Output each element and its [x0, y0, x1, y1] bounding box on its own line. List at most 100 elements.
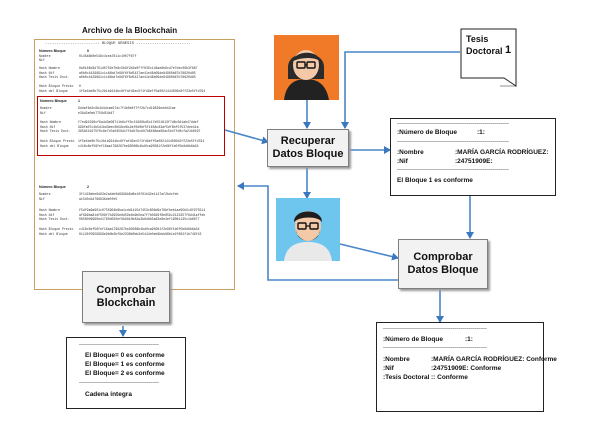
block-2: Número Bloque 2 Nombre 3f1428ebe8d93e2a4…: [37, 184, 231, 254]
panel-dashes: ----------------------------------------…: [397, 139, 509, 145]
user-avatar-woman: [274, 35, 339, 100]
row-label: Hash Tesis Doct.: [40, 129, 71, 133]
block-1-highlighted: Número Bloque 1 Nombre 9ddaf6d2c6b4d4dca…: [37, 96, 225, 156]
row-label: Hash Nombre: [40, 120, 62, 124]
row-value: c416c8ef56fef16aa1798267be93086b4bd0ca95…: [79, 227, 200, 231]
row-label: Hash Nombre: [39, 208, 61, 212]
row-value: 0145a6b0e549c4cea7811c1007f67f: [79, 54, 137, 58]
block-number-label: Número Bloque: [40, 99, 67, 103]
panel-dashes: ----------------------------------------…: [383, 326, 487, 332]
row-label: Nombre: [40, 106, 52, 110]
user-avatar-man: [276, 198, 340, 261]
block-number-value: 1: [78, 99, 80, 103]
row-value: f5df9a9a901c0755904b8ba1cdd1415d7453c806…: [79, 208, 206, 212]
row-value: a1540d1d766836de0fe5: [79, 196, 118, 201]
arrow-avatar-to-comprobar: [339, 243, 399, 261]
row-value: 9ddaf6d2c6b4d4dcae97dc7f4b0e8f7ff2b7cd19…: [78, 106, 176, 110]
row-value: c416c8ef56fef16aa1798267be93086b4bd0ca95…: [78, 144, 199, 148]
row-value: 1f5e4be0b75c2b1b9244bc6ffafd3ec5f1fd9eff…: [78, 139, 205, 143]
row-value: a0b0c4429891c1c84bd7e96f6f6d5427ae41e46b…: [79, 70, 196, 75]
row-value: e38d2e0eb7758d54b47: [78, 110, 115, 115]
comprobar-bc-line1: Comprobar: [96, 284, 156, 296]
row-label: Hash del Bloque: [39, 88, 68, 93]
row-label: Hash Nif: [39, 212, 55, 217]
row-label: Hash Nif: [39, 70, 55, 75]
row-label: Nombre: [39, 192, 51, 196]
row-value: 1f5e4be0b75c2b1b9244bc6ffafd3ec5f1fd9eff…: [79, 88, 206, 93]
row-label: Nif: [39, 196, 45, 201]
comparison-result-panel: ----------------------------------------…: [376, 322, 557, 412]
tesis-line1: Tesis: [466, 34, 489, 44]
chain-verification-panel: ----------------------------------------…: [66, 337, 186, 409]
row-label: Hash del Bloque: [39, 232, 68, 236]
block-number-value: 0: [87, 49, 89, 53]
numero-value: :1:: [477, 129, 485, 136]
comprobar-bc-line2: Blockchain: [96, 297, 156, 309]
panel-dashes: ----------------------------------------…: [383, 345, 487, 351]
numero-label: :Número de Bloque: [397, 129, 457, 136]
block-number-label: Número Bloque: [39, 49, 66, 53]
row-label: Nif: [40, 110, 46, 115]
archive-document: ------------------------ BLOQUE GÉNESIS …: [34, 39, 235, 290]
archive-title: Archivo de la Blockchain: [82, 26, 178, 35]
row-label: Hash Tesis Doct.: [39, 75, 70, 79]
row-label: Nombre: [39, 54, 51, 58]
comprobar-db-line2: Datos Bloque: [407, 264, 479, 276]
row-label: Hash Bloque Previo: [39, 84, 74, 88]
numero-value: :1:: [465, 336, 473, 343]
arrow-archive-to-recuperar: [224, 129, 269, 145]
nombre-value: :MARÍA GARCÍA RODRÍGUEZ:: [455, 149, 549, 156]
tesis-value: :: Conforme: [431, 374, 468, 381]
block-0-status: El Bloque= 0 es conforme: [85, 352, 165, 359]
tesis-line2: Doctoral: [466, 46, 503, 56]
row-value: 0658009980ed1780d020ef9b9810b82a3b6d8b5a…: [79, 217, 200, 221]
row-label: Hash Tesis Doct.: [39, 217, 70, 221]
row-value: af699ba81df509f7b2959e8d59e4b9b5ea7f7b08…: [79, 212, 206, 217]
nombre-label: :Nombre: [397, 149, 424, 156]
block-1-status: El Bloque= 1 es conforme: [85, 361, 165, 368]
block-0: Número Bloque 0 Nombre 0145a6b0e549c4cea…: [37, 48, 231, 124]
row-label: Hash del Bloque: [40, 144, 69, 148]
row-value: f7ed92196cf6a4d3e06711b6cff0c21909bd5c17…: [78, 120, 199, 124]
row-value: 395b541975f0c8e7d7a0459d1ff4db7bcb07b646…: [78, 129, 201, 133]
genesis-header: ------------------------ BLOQUE GÉNESIS …: [45, 42, 191, 46]
nif-value: :24751909E:: [455, 158, 493, 165]
nif-label: :Nif: [397, 158, 408, 165]
nombre-label: :Nombre: [383, 356, 410, 363]
numero-label: :Número de Bloque: [383, 336, 443, 343]
recuperar-line1: Recuperar: [280, 135, 336, 147]
block-number-label: Número Bloque: [39, 185, 66, 189]
row-value: 0: [79, 84, 81, 88]
nif-value: :24751909E: Conforme: [431, 365, 502, 372]
tesis-number: 1: [505, 44, 512, 56]
row-value: 999fa07c4b5d1bd3eec0b59ed6c2af0d0bf5f165…: [78, 124, 199, 129]
nombre-value: :MARÍA GARCÍA RODRÍGUEZ: Conforme: [431, 356, 557, 363]
panel-dashes: ----------------------------------------…: [397, 167, 509, 173]
block-status: El Bloque 1 es conforme: [397, 177, 473, 184]
row-value: 01126f0959999e9b0b2bf9e2336b0bb3e5444e0e…: [79, 232, 202, 236]
row-label: Hash Bloque Previo: [39, 227, 74, 231]
recuperar-line2: Datos Bloque: [272, 148, 344, 160]
row-value: a0b0c4429891c1c84bd7e96f6f6d5427ae41e46b…: [79, 75, 196, 79]
arrow-loop-to-archive: [237, 182, 398, 281]
block-2-status: El Bloque= 2 es conforme: [85, 370, 165, 377]
panel-dashes: ----------------------------------------: [79, 342, 159, 348]
nif-label: :Nif: [383, 365, 394, 372]
comprobar-db-line1: Comprobar: [413, 251, 473, 263]
chain-integrity-status: Cadena íntegra: [85, 391, 132, 398]
comprobar-datos-bloque-box: Comprobar Datos Bloque: [398, 239, 488, 289]
panel-dashes: ----------------------------------------: [79, 380, 159, 386]
row-value: 3f1428ebe8d93e2a4eb0d6999b8d6e10f61b32e1…: [79, 192, 179, 196]
row-label: Hash Nombre: [39, 66, 61, 70]
tesis-document: Tesis Doctoral 1: [460, 28, 517, 88]
block-number-value: 2: [87, 185, 89, 189]
row-label: Hash Bloque Previo: [40, 139, 75, 143]
row-label: Nif: [39, 58, 45, 62]
block-data-panel: ----------------------------------------…: [390, 118, 556, 196]
comprobar-blockchain-box: Comprobar Blockchain: [82, 271, 170, 323]
tesis-label: :Tesis Doctoral: [383, 374, 430, 381]
row-label: Hash Nif: [40, 124, 56, 129]
row-value: 0a0166d3d751d0702e7b8c5b9f2b3e0f7f035c1d…: [79, 66, 198, 70]
arrow-tesis-to-recuperar: [341, 51, 460, 129]
